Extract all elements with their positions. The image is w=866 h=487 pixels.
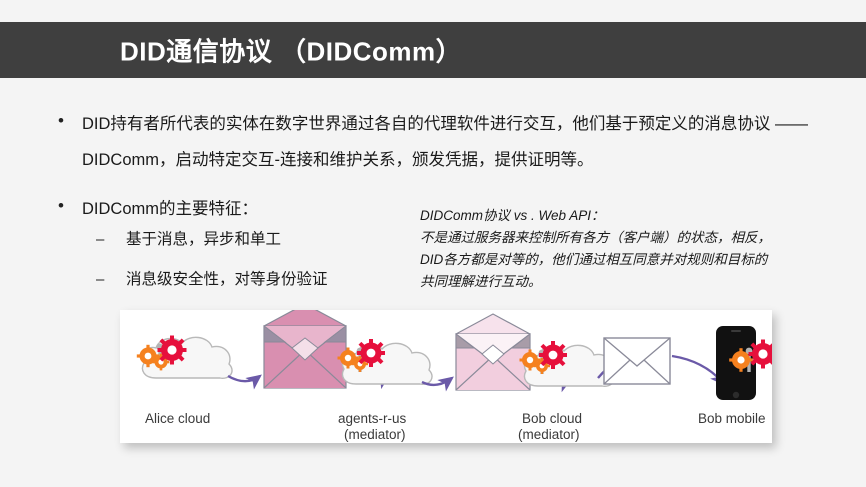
bullet-item-2: • DIDComm的主要特征： — [58, 191, 438, 227]
gear-icon-crimson — [357, 339, 385, 367]
bob-mobile-node: Bob mobile — [698, 326, 772, 426]
bob-cloud-label-line1: Bob cloud — [522, 411, 582, 426]
side-note-line-2: 不是通过服务器来控制所有各方（客户端）的状态，相反， — [420, 230, 771, 245]
gear-icon-orange — [136, 344, 160, 368]
flow-arrow-1 — [227, 374, 262, 390]
bullet-marker: • — [58, 196, 64, 215]
side-note-line-3: DID各方都是对等的，他们通过相互同意并对规则和目标的 — [420, 252, 768, 267]
didcomm-flow-diagram: Alice cloud — [120, 310, 772, 443]
sub-bullet-item-1: – 基于消息，异步和单工 — [96, 226, 281, 254]
side-note: DIDComm协议 vs . Web API： 不是通过服务器来控制所有各方（客… — [420, 205, 820, 293]
sub-bullet-text: 基于消息，异步和单工 — [126, 231, 282, 248]
agents-r-us-node: agents-r-us (mediator) — [337, 339, 433, 442]
gear-icon-crimson — [157, 335, 187, 365]
gear-icon-orange — [519, 349, 541, 371]
bob-cloud-label-line2: (mediator) — [518, 427, 580, 442]
page-title: DID通信协议 （DIDComm） — [120, 36, 463, 67]
bullet-text: DID持有者所代表的实体在数字世界通过各自的代理软件进行交互，他们基于预定义的消… — [82, 115, 808, 169]
bob-mobile-label: Bob mobile — [698, 411, 766, 426]
gear-icon-crimson — [539, 341, 567, 369]
side-note-line-4: 共同理解进行互动。 — [420, 274, 542, 289]
title-banner: DID通信协议 （DIDComm） — [0, 22, 866, 78]
bullet-marker: • — [58, 111, 64, 130]
sub-bullet-text: 消息级安全性，对等身份验证 — [126, 271, 328, 288]
slide-body: • DID持有者所代表的实体在数字世界通过各自的代理软件进行交互，他们基于预定义… — [0, 78, 866, 487]
agents-r-us-label-line2: (mediator) — [344, 427, 406, 442]
sub-bullet-marker: – — [96, 271, 105, 288]
sub-bullet-item-2: – 消息级安全性，对等身份验证 — [96, 266, 328, 294]
envelope-2 — [455, 313, 531, 391]
bullet-item-1: • DID持有者所代表的实体在数字世界通过各自的代理软件进行交互，他们基于预定义… — [58, 106, 836, 178]
bullet-text: DIDComm的主要特征： — [82, 200, 258, 218]
gear-icon-orange — [337, 347, 359, 369]
alice-cloud-node: Alice cloud — [136, 335, 233, 426]
agents-r-us-label-line1: agents-r-us — [338, 411, 407, 426]
gear-icon-crimson — [748, 339, 772, 369]
side-note-line-1: DIDComm协议 vs . Web API： — [420, 208, 605, 223]
sub-bullet-marker: – — [96, 231, 105, 248]
gear-icon-orange — [729, 348, 753, 372]
envelope-3 — [603, 337, 671, 385]
bob-cloud-node: Bob cloud (mediator) — [518, 341, 615, 442]
flow-arrow-3 — [421, 376, 454, 392]
alice-cloud-label: Alice cloud — [145, 411, 210, 426]
envelope-1 — [263, 310, 347, 389]
